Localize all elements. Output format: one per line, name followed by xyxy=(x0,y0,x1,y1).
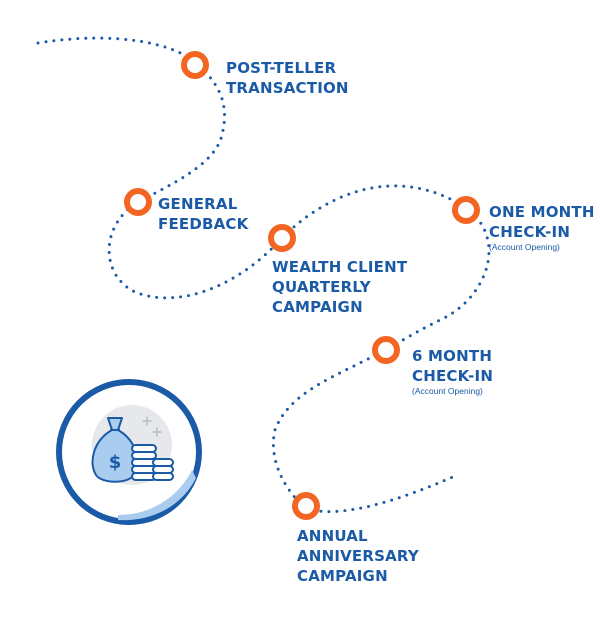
money-badge: $ xyxy=(56,379,202,525)
coin-stack-icon xyxy=(131,444,174,481)
svg-text:$: $ xyxy=(109,452,122,473)
milestone-label-annual: ANNUAL ANNIVERSARY CAMPAIGN xyxy=(297,526,419,586)
milestone-marker-six-month xyxy=(372,336,400,364)
milestone-label-general-feedback: GENERAL FEEDBACK xyxy=(158,194,248,234)
milestone-label-one-month: ONE MONTH CHECK-IN (Account Opening) xyxy=(489,202,595,252)
milestone-marker-annual xyxy=(292,492,320,520)
milestone-text: WEALTH CLIENT xyxy=(272,258,408,276)
milestone-label-post-teller: POST-TELLER TRANSACTION xyxy=(226,58,349,98)
milestone-marker-general-feedback xyxy=(124,188,152,216)
milestone-text: 6 MONTH xyxy=(412,347,493,365)
milestone-text: QUARTERLY xyxy=(272,278,371,296)
milestone-marker-wealth-client xyxy=(268,224,296,252)
milestone-text: ANNIVERSARY xyxy=(297,547,419,565)
milestone-text: CAMPAIGN xyxy=(297,567,388,585)
milestone-label-wealth-client: WEALTH CLIENT QUARTERLY CAMPAIGN xyxy=(272,257,407,317)
milestone-label-six-month: 6 MONTH CHECK-IN (Account Opening) xyxy=(412,346,493,396)
milestone-subtext: (Account Opening) xyxy=(412,386,483,396)
milestone-text: CHECK-IN xyxy=(412,367,494,385)
milestone-marker-post-teller xyxy=(181,51,209,79)
milestone-text: ANNUAL xyxy=(297,527,368,545)
milestone-subtext: (Account Opening) xyxy=(489,242,560,252)
journey-path xyxy=(36,36,491,514)
money-bag-icon: $ xyxy=(91,417,139,483)
milestone-text: GENERAL xyxy=(158,195,238,213)
milestone-text: POST-TELLER xyxy=(226,59,337,77)
milestone-text: CAMPAIGN xyxy=(272,298,363,316)
milestone-text: ONE MONTH xyxy=(489,203,595,221)
milestone-marker-one-month xyxy=(452,196,480,224)
milestone-text: FEEDBACK xyxy=(158,215,249,233)
milestone-text: CHECK-IN xyxy=(489,223,571,241)
milestone-text: TRANSACTION xyxy=(226,79,349,97)
